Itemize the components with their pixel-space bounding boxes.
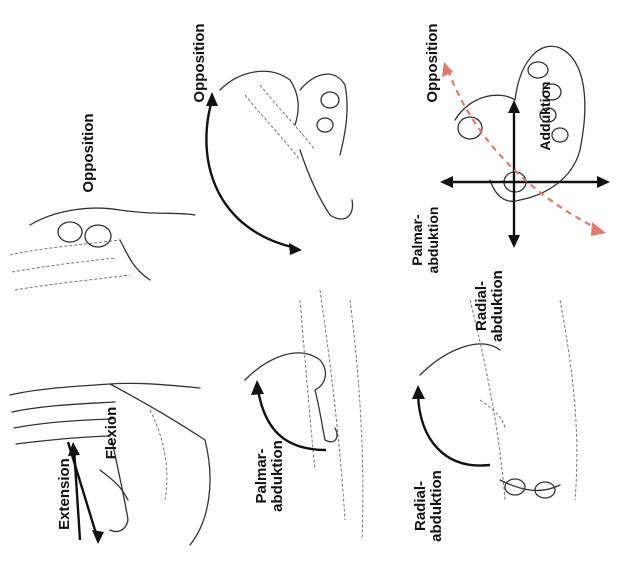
label-palmar-abduktion-right: Palmar- abduktion: [409, 195, 441, 285]
label-flexion: Flexion: [104, 403, 120, 463]
label-opposition-mid: Opposition: [192, 18, 208, 108]
opposition-arc-arrow: [206, 92, 302, 255]
dashed-opposition-axis: [442, 62, 606, 236]
hand-opposition-reach-icon: [220, 71, 353, 219]
label-palmar-abduktion-left: Palmar- abduktion: [254, 431, 286, 521]
radial-abduktion-arrow: [412, 385, 490, 466]
label-radial-abduktion-mid: Radial- abduktion: [474, 261, 506, 351]
label-opposition-top: Opposition: [81, 108, 97, 198]
label-extension: Extension: [57, 449, 73, 539]
label-opposition-right: Opposition: [425, 18, 441, 108]
label-adduktion: Adduktion: [537, 76, 553, 156]
flexion-extension-arrows: [68, 442, 104, 544]
hand-opposition-pinch-icon: [10, 208, 195, 290]
label-radial-abduktion-bottom: Radial- abduktion: [413, 461, 445, 551]
